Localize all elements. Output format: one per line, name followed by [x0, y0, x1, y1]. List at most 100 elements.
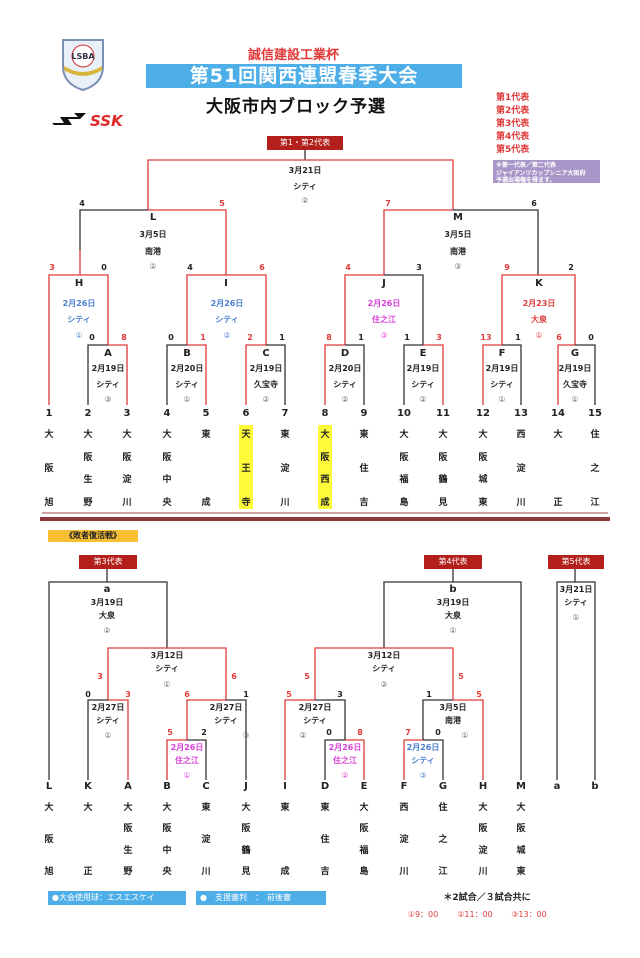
team-name-char: 阪: [438, 453, 448, 463]
score: 2: [247, 333, 253, 342]
match-venue: シティ: [372, 664, 396, 673]
bracket-line: [187, 344, 207, 405]
match-slot: ①: [75, 331, 83, 340]
team-code: C: [202, 781, 210, 792]
team-code: H: [478, 781, 488, 792]
ball-info: ●大会使用球：エスエスケイ: [48, 891, 186, 905]
match-venue: シティ: [67, 315, 91, 324]
bracket-line: [556, 581, 596, 780]
bracket-line: [482, 344, 502, 405]
team-name-char: 吉: [359, 498, 369, 508]
final-date: 3月21日: [288, 166, 322, 175]
team-name-char: 天: [241, 430, 251, 440]
match-label: H: [74, 278, 84, 289]
legend-item: 第4代表: [496, 132, 530, 142]
score: 1: [404, 333, 410, 342]
score: 7: [405, 728, 411, 737]
team-name-char: 大: [438, 430, 448, 440]
team-name-char: 旭: [44, 867, 54, 877]
team-name-char: 城: [516, 846, 526, 856]
bracket-line: [48, 250, 81, 405]
team-name-char: 阪: [320, 453, 330, 463]
sponsor-title: 誠信建設工業杯: [248, 48, 340, 63]
score: 8: [121, 333, 127, 342]
team-name: 大阪淀川: [476, 798, 490, 878]
score: 5: [219, 199, 225, 208]
team-number: 2: [84, 408, 92, 419]
block-subtitle: 大阪市内ブロック予選: [206, 97, 386, 117]
bracket-line: [87, 699, 108, 780]
score: 0: [89, 333, 95, 342]
match-slot: ①: [461, 731, 469, 740]
score: 3: [125, 690, 131, 699]
score: 5: [167, 728, 173, 737]
team-name: 東淀川: [278, 425, 292, 509]
team-name-char: 旭: [44, 498, 54, 508]
bracket-line: [384, 274, 424, 345]
final-venue: シティ: [293, 182, 317, 191]
team-name: 大阪中央: [160, 798, 174, 878]
team-name: 住之江: [588, 425, 602, 509]
match-date: 3月19日: [436, 598, 470, 607]
match-slot: ③: [380, 331, 388, 340]
score: 0: [326, 728, 332, 737]
bracket-line: [344, 274, 384, 345]
match-slot: ②: [223, 331, 231, 340]
team-name-char: 江: [590, 498, 600, 508]
match-date: 2月19日: [91, 364, 125, 373]
team-name-char: 見: [241, 867, 251, 877]
team-number: 15: [588, 408, 602, 419]
team-number: 11: [436, 408, 450, 419]
bracket-line: [453, 699, 484, 780]
match-label: G: [570, 348, 580, 359]
team-name-char: 淀: [280, 464, 290, 474]
team-code: K: [84, 781, 92, 792]
team-name: 東成: [199, 425, 213, 509]
bracket-line: [79, 209, 148, 250]
schedule-note: ＊2試合／３試合共に: [443, 893, 531, 903]
team-name-char: 東: [201, 430, 211, 440]
bracket-line: [80, 274, 109, 345]
bracket-line: [48, 581, 168, 780]
team-name-char: 阪: [399, 453, 409, 463]
team-number: 10: [397, 408, 411, 419]
bracket-line: [383, 581, 522, 780]
team-name-char: 正: [553, 498, 563, 508]
match-label: A: [104, 348, 112, 359]
match-label: a: [103, 584, 111, 595]
match-date: 2月26日: [210, 299, 244, 308]
team-number: 3: [123, 408, 131, 419]
team-name-char: 島: [359, 867, 369, 877]
score: 3: [436, 333, 442, 342]
score: 0: [435, 728, 441, 737]
team-name-char: 淀: [122, 475, 132, 485]
team-name-char: 鶴: [438, 475, 448, 485]
team-name-char: 王: [241, 464, 251, 474]
team-name-char: 住: [359, 464, 369, 474]
team-number: 14: [551, 408, 565, 419]
match-venue: シティ: [96, 716, 120, 725]
score: 5: [304, 672, 310, 681]
team-name: 大阪生野: [81, 425, 95, 509]
team-name-char: 吉: [320, 867, 330, 877]
match-venue: 大泉: [445, 611, 461, 620]
match-slot: ③: [104, 395, 112, 404]
team-code: b: [591, 781, 599, 792]
match-slot: ①: [183, 771, 191, 780]
match-venue: 住之江: [372, 315, 396, 324]
match-venue: 住之江: [175, 756, 199, 765]
team-code: F: [400, 781, 408, 792]
rep-badge-5: 第5代表: [548, 555, 604, 569]
team-number: 13: [514, 408, 528, 419]
match-venue: 南港: [450, 247, 466, 256]
match-date: 3月5日: [444, 230, 472, 239]
team-name-char: 大: [83, 803, 93, 813]
match-venue: シティ: [564, 598, 588, 607]
match-date: 3月5日: [439, 703, 467, 712]
qualification-note: ※第一代表／第二代表 ジャイアンツカップシニア大阪府 予選出場権を得ます。: [493, 160, 600, 184]
bracket-line: [324, 739, 345, 780]
bracket-line: [383, 209, 453, 275]
team-name-char: 成: [320, 498, 330, 508]
team-code: B: [163, 781, 171, 792]
